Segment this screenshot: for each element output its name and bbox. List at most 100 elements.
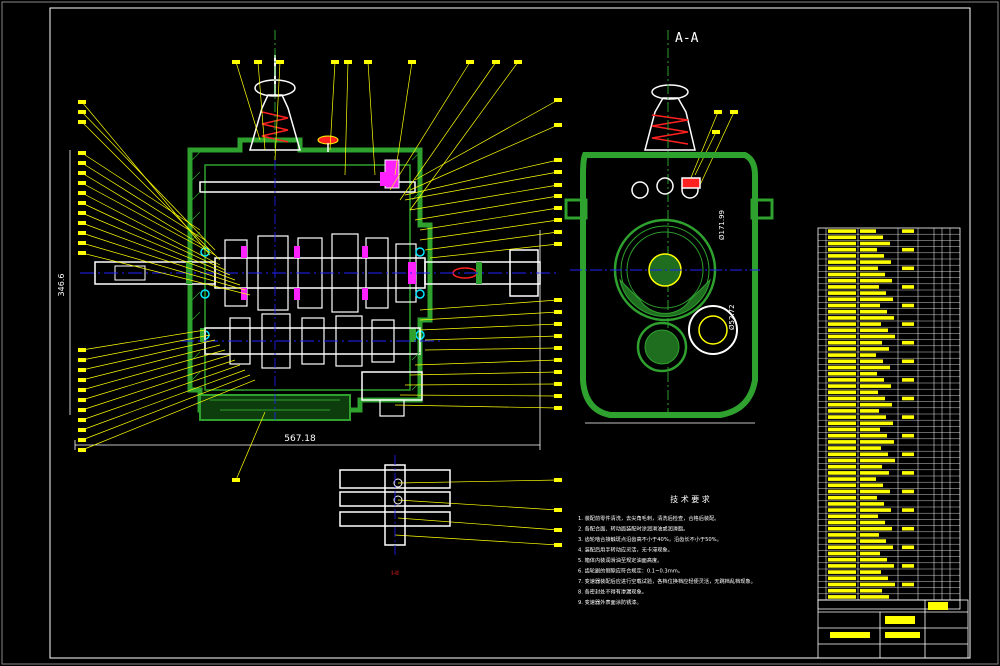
tech-req-line: 3. 齿轮啮合接触斑点沿齿高不小于40%，沿齿长不小于50%。 [578, 535, 722, 543]
leader-line [81, 121, 221, 261]
leader-line [81, 111, 216, 251]
part-balloon [254, 60, 262, 64]
leader-line [81, 212, 231, 276]
table-cell-code [828, 427, 856, 432]
leader-line [699, 111, 735, 186]
table-cell-code [828, 433, 856, 438]
table-cell-name [860, 526, 892, 531]
table-cell-code [828, 378, 856, 382]
part-balloon [78, 348, 86, 352]
table-cell-code [828, 446, 856, 450]
table-cell-code [828, 396, 856, 401]
table-cell-code [828, 241, 856, 246]
part-balloon [78, 438, 86, 442]
tech-req-line: 1. 装配前零件清洗，去尖角毛刺，清洗后检查，合格后装配。 [578, 514, 719, 522]
part-balloon [554, 394, 562, 398]
table-cell-code [828, 334, 856, 339]
leader-line [81, 359, 236, 411]
part-balloon [554, 218, 562, 222]
part-balloon [554, 382, 562, 386]
part-balloon [276, 60, 284, 64]
part-balloon [78, 241, 86, 245]
part-balloon [554, 346, 562, 350]
table-cell-code [828, 539, 856, 543]
table-cell-name [860, 458, 895, 463]
table-cell-name [860, 328, 888, 333]
table-cell-code [828, 471, 856, 475]
table-cell-name [860, 545, 893, 550]
tech-req-line: 8. 各密封处不得有渗漏现象。 [578, 588, 647, 596]
leader-line [81, 354, 231, 401]
table-cell-code [828, 477, 856, 481]
table-cell-name [860, 452, 888, 457]
table-cell-material [902, 415, 914, 419]
aa-shift-forks [631, 177, 701, 199]
dim-gear-a: Ø171.99 [718, 210, 726, 240]
table-cell-code [828, 551, 856, 556]
table-cell-name [860, 384, 891, 388]
tech-req-line: 4. 装配后用手转动应灵活，无卡滞现象。 [578, 546, 673, 554]
table-cell-code [828, 595, 856, 599]
table-cell-name [860, 272, 885, 277]
part-balloon [78, 191, 86, 195]
table-cell-code [828, 247, 856, 252]
table-cell-material [902, 340, 914, 345]
table-cell-code [828, 464, 856, 469]
leader-line [235, 411, 266, 481]
table-cell-name [860, 378, 884, 382]
part-balloon [554, 183, 562, 187]
leader-line [81, 349, 226, 391]
table-cell-material [902, 322, 914, 326]
leader-line [424, 231, 559, 251]
part-balloon [78, 358, 86, 362]
part-balloon [554, 310, 562, 314]
leader-line [257, 61, 266, 151]
table-cell-name [860, 502, 884, 506]
table-cell-name [860, 309, 887, 314]
breather-cap [317, 135, 339, 145]
bearings [200, 247, 425, 340]
table-cell-name [860, 464, 882, 469]
leader-line [414, 195, 559, 221]
table-cell-code [828, 570, 856, 574]
table-cell-material [902, 229, 914, 233]
shift-rail [199, 181, 416, 193]
table-cell-code [828, 235, 856, 240]
table-cell-name [860, 247, 877, 252]
leader-line [81, 182, 216, 256]
part-balloon [554, 528, 562, 532]
leader-line [367, 61, 376, 176]
part-balloon [364, 60, 372, 64]
leader-line [397, 499, 559, 511]
leader-line [409, 184, 559, 211]
table-cell-name [860, 285, 879, 289]
leader-line [419, 219, 559, 241]
table-cell-name [860, 520, 885, 525]
part-balloon [331, 60, 339, 64]
part-balloon [554, 406, 562, 410]
part-balloon [78, 120, 86, 124]
aa-housing [580, 152, 758, 418]
leader-line [394, 404, 559, 409]
part-balloon [232, 478, 240, 482]
part-balloon [712, 130, 720, 134]
table-cell-name [860, 514, 878, 519]
table-cell-code [828, 272, 856, 277]
tech-req-line: 6. 齿轮副的侧隙应符合规定：0.1~0.3mm。 [578, 567, 683, 575]
table-cell-name [860, 353, 876, 357]
table-cell-name [860, 440, 894, 444]
part-balloon [514, 60, 522, 64]
leader-line [81, 364, 241, 421]
table-cell-material [902, 582, 914, 587]
leader-line [399, 394, 559, 397]
table-cell-code [828, 545, 856, 550]
table-cell-code [828, 576, 856, 581]
table-cell-name [860, 229, 876, 233]
table-cell-code [828, 390, 856, 395]
part-balloon [730, 110, 738, 114]
part-balloon [78, 211, 86, 215]
part-balloon [78, 418, 86, 422]
table-cell-name [860, 347, 889, 351]
part-balloon [554, 334, 562, 338]
